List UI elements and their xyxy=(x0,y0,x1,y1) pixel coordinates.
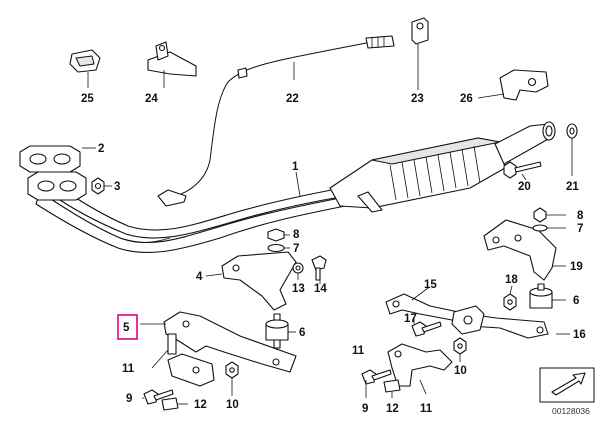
callout-21[interactable]: 21 xyxy=(566,181,579,193)
callout-11-right[interactable]: 11 xyxy=(420,403,433,415)
bracket-part-26[interactable] xyxy=(499,69,549,101)
washer-part-12-left[interactable] xyxy=(161,397,179,411)
hanger-bracket-part-19[interactable] xyxy=(483,219,557,281)
callout-12-right[interactable]: 12 xyxy=(386,403,399,415)
nut-part-3[interactable] xyxy=(91,177,105,195)
callout-19[interactable]: 19 xyxy=(570,261,583,273)
leader-lines xyxy=(82,44,573,405)
callout-25[interactable]: 25 xyxy=(81,93,94,105)
callout-3[interactable]: 3 xyxy=(114,181,120,193)
callout-23[interactable]: 23 xyxy=(411,93,424,105)
callout-4[interactable]: 4 xyxy=(196,271,203,283)
callout-9-right[interactable]: 9 xyxy=(362,403,368,415)
callout-8-left[interactable]: 8 xyxy=(293,229,300,241)
callout-5[interactable]: 5 xyxy=(123,322,130,334)
rubber-mount-part-6-right[interactable] xyxy=(529,283,553,309)
hanger-bracket-part-4[interactable] xyxy=(221,251,297,311)
callout-12-left[interactable]: 12 xyxy=(194,399,207,411)
callout-6-left[interactable]: 6 xyxy=(299,327,305,339)
callout-11-left[interactable]: 11 xyxy=(122,363,135,375)
oxygen-sensor-part-22[interactable] xyxy=(157,35,395,207)
callout-16[interactable]: 16 xyxy=(573,329,586,341)
callout-24[interactable]: 24 xyxy=(145,93,158,105)
washer-part-12-right[interactable] xyxy=(383,379,401,393)
callout-18[interactable]: 18 xyxy=(505,274,518,286)
callout-7-right[interactable]: 7 xyxy=(577,223,583,235)
callout-22[interactable]: 22 xyxy=(286,93,299,105)
callout-26[interactable]: 26 xyxy=(460,93,473,105)
clip-part-25[interactable] xyxy=(69,49,101,73)
nut-part-18[interactable] xyxy=(503,293,517,311)
callout-10-left[interactable]: 10 xyxy=(226,399,239,411)
clip-holder-part-24[interactable] xyxy=(147,41,197,77)
washer-part-7-right[interactable] xyxy=(532,224,548,232)
arrow-icon xyxy=(551,372,586,396)
callout-6-right[interactable]: 6 xyxy=(573,295,579,307)
manifold-flange-part-2[interactable] xyxy=(19,145,87,201)
bracket-part-5[interactable] xyxy=(163,311,297,387)
callout-1[interactable]: 1 xyxy=(292,161,299,173)
nut-part-8-left[interactable] xyxy=(267,228,285,242)
callout-5-highlight xyxy=(117,314,138,340)
callout-2[interactable]: 2 xyxy=(98,143,104,155)
bolt-part-14[interactable] xyxy=(311,255,327,281)
callout-17[interactable]: 17 xyxy=(404,313,417,325)
bolt-part-20[interactable] xyxy=(503,161,542,179)
nut-part-10-right[interactable] xyxy=(453,337,467,355)
nut-part-8-right[interactable] xyxy=(533,207,547,223)
callout-20[interactable]: 20 xyxy=(518,181,531,193)
nut-part-10-left[interactable] xyxy=(225,361,239,379)
document-id: 00128036 xyxy=(552,406,590,416)
callout-10-right[interactable]: 10 xyxy=(454,365,467,377)
cable-holder-part-23[interactable] xyxy=(411,17,429,45)
callout-13[interactable]: 13 xyxy=(292,283,305,295)
bracket-part-15[interactable] xyxy=(385,293,549,339)
bolt-part-11-left[interactable] xyxy=(167,333,177,355)
callout-7-left[interactable]: 7 xyxy=(293,243,299,255)
callout-9-left[interactable]: 9 xyxy=(126,393,132,405)
clamp-ring-part-21[interactable] xyxy=(566,123,578,139)
bolt-part-9-left[interactable] xyxy=(143,389,174,405)
callout-11-mid[interactable]: 11 xyxy=(352,345,365,357)
direction-arrow-box xyxy=(539,367,595,403)
callout-15[interactable]: 15 xyxy=(424,279,437,291)
callout-8-right[interactable]: 8 xyxy=(577,210,584,222)
rubber-mount-part-6-left[interactable] xyxy=(265,313,289,349)
bolt-part-17[interactable] xyxy=(411,321,442,337)
washer-part-7-left[interactable] xyxy=(267,243,285,253)
callout-labels: 1 2 3 4 5 6 6 7 7 8 8 9 9 10 10 11 11 11… xyxy=(81,93,586,415)
callout-14[interactable]: 14 xyxy=(314,283,327,295)
bolt-part-9-right[interactable] xyxy=(361,369,392,385)
nut-part-13[interactable] xyxy=(292,262,304,274)
